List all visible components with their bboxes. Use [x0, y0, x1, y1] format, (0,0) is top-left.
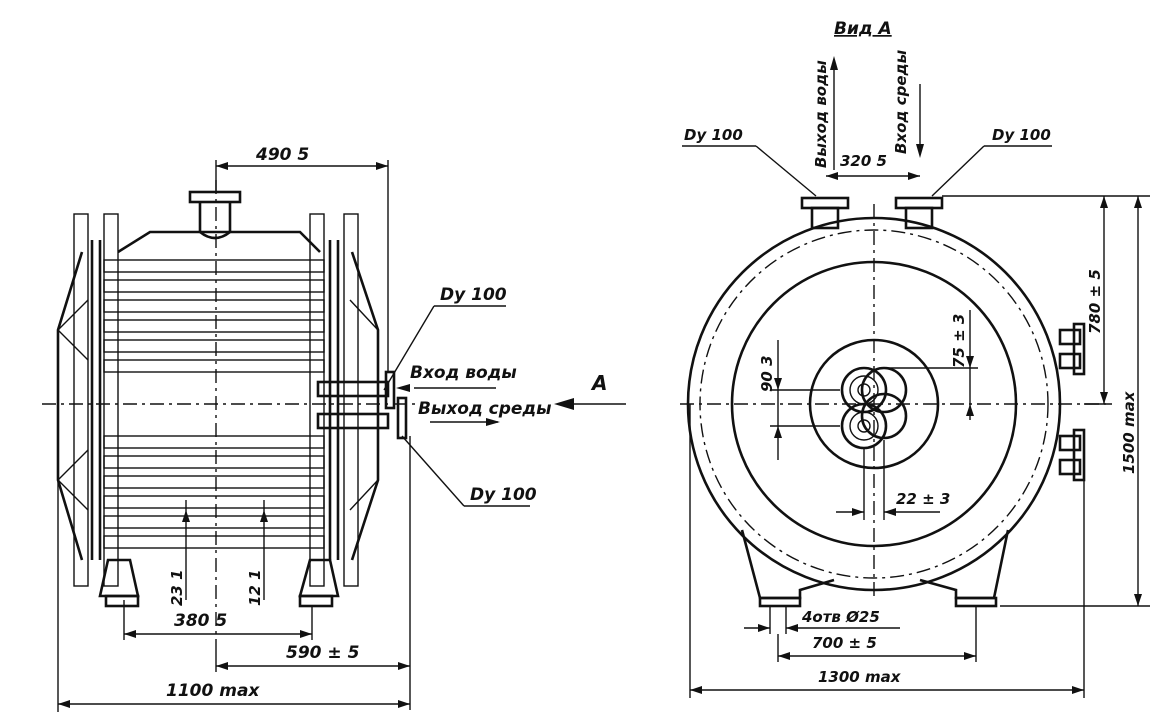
tube-bundle — [103, 259, 325, 549]
dim-380: 380 5 — [174, 611, 227, 631]
view-arrow-a: А — [554, 371, 626, 410]
end-view: Вид А — [680, 19, 1150, 698]
dn-left-label: Dу 100 — [684, 126, 743, 144]
view-arrow-label: А — [590, 371, 607, 395]
medium-inlet-flange — [894, 196, 944, 210]
left-support-foot — [98, 558, 140, 598]
water-inlet-label: Вход воды — [410, 363, 517, 383]
right-flange-inner — [309, 213, 325, 587]
dim-75: 75 ± 3 — [950, 314, 968, 368]
dim-1300: 1300 max — [818, 668, 902, 686]
dim-590: 590 ± 5 — [286, 643, 359, 663]
dim-22: 22 ± 3 — [896, 490, 950, 508]
dim-780: 780 ± 5 — [1086, 269, 1104, 334]
dn-lower-label: Dу 100 — [470, 485, 537, 505]
left-flange-inner — [103, 213, 119, 587]
left-end-cap — [56, 251, 84, 561]
dn-upper-label: Dу 100 — [440, 285, 507, 305]
medium-outlet-nozzle — [316, 412, 390, 430]
right-support — [919, 529, 1010, 600]
right-flange-outer — [343, 213, 359, 587]
top-nozzle — [198, 202, 232, 240]
medium-outlet-label: Выход среды — [418, 399, 552, 419]
dim-700: 700 ± 5 — [812, 634, 877, 652]
dim-pitch-12: 12 1 — [246, 569, 264, 606]
right-end-cap — [350, 251, 380, 561]
left-support — [740, 529, 835, 600]
dim-490: 490 5 — [255, 145, 309, 165]
dim-320: 320 5 — [840, 152, 887, 170]
dim-1500: 1500 max — [1120, 390, 1138, 474]
top-nozzle-flange — [188, 190, 242, 204]
water-inlet-nozzle — [316, 380, 390, 398]
side-view: 490 5 Dу 100 Вход воды Выход среды Dу 10… — [42, 145, 552, 712]
view-title: Вид А — [834, 19, 892, 39]
water-outlet-flange — [800, 196, 850, 210]
dim-90: 90 3 — [758, 355, 776, 392]
dim-1100: 1100 max — [166, 681, 260, 701]
right-support-foot — [298, 558, 340, 598]
water-outlet-label: Выход воды — [812, 60, 830, 168]
left-flange-outer — [73, 213, 89, 587]
dim-pitch-23: 23 1 — [168, 569, 186, 606]
dn-right-label: Dу 100 — [992, 126, 1051, 144]
holes-note: 4отв Ø25 — [801, 608, 880, 626]
nozzle-ends — [840, 366, 908, 450]
medium-inlet-label: Вход среды — [892, 49, 910, 154]
shell-hood — [117, 230, 321, 254]
